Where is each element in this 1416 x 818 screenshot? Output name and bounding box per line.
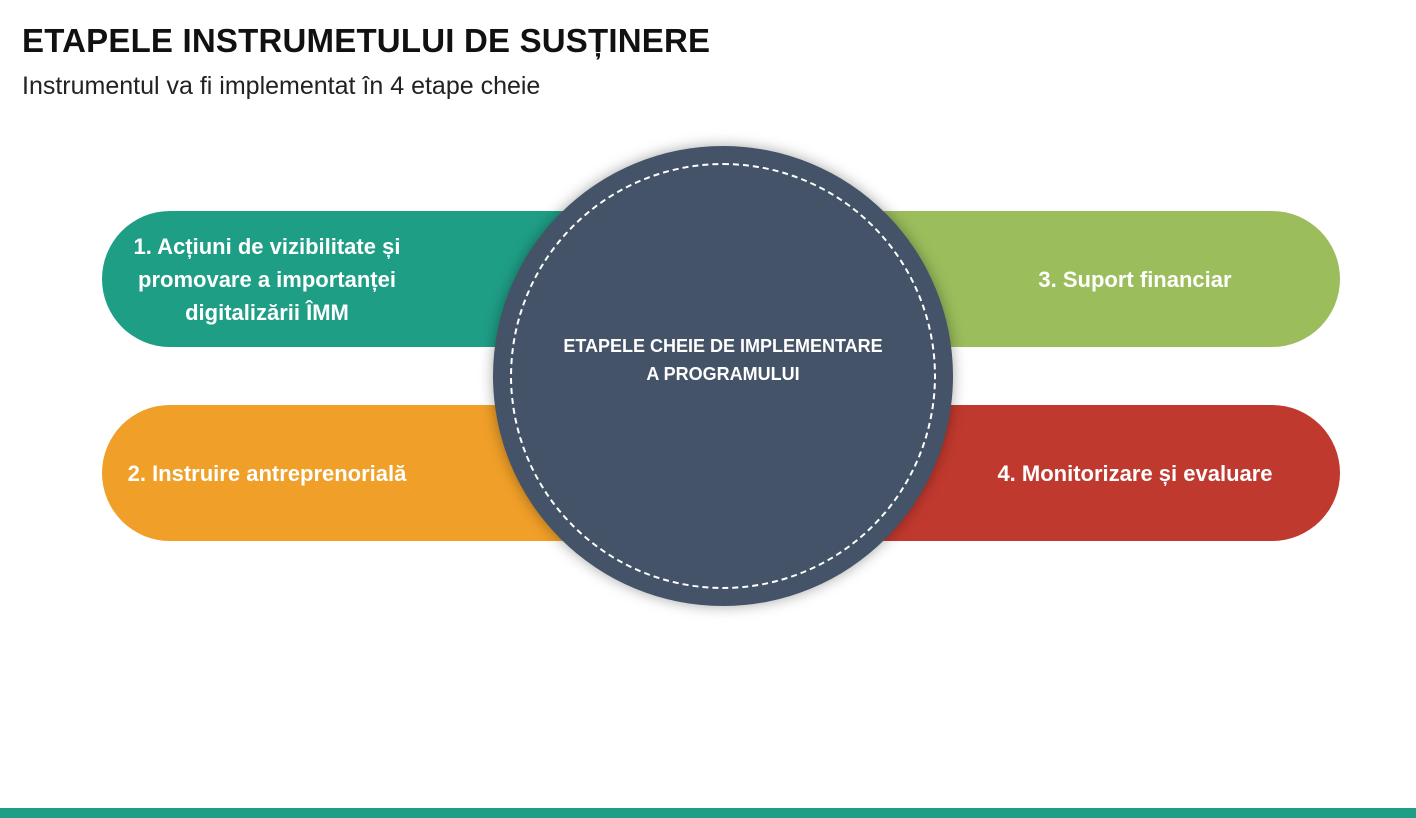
footer-bar	[0, 808, 1416, 818]
stage-1-label: 1. Acțiuni de vizibilitate și promovare …	[133, 233, 401, 325]
hub-dashed-ring	[510, 163, 936, 589]
central-hub-circle: ETAPELE CHEIE DE IMPLEMENTARE A PROGRAMU…	[493, 146, 953, 606]
page-title: ETAPELE INSTRUMETULUI DE SUSȚINERE	[22, 22, 711, 59]
stage-4-label: 4. Monitorizare și evaluare	[997, 460, 1273, 486]
stage-2-label: 2. Instruire antreprenorială	[127, 460, 407, 486]
stage-3-label: 3. Suport financiar	[1038, 266, 1232, 292]
page-subtitle: Instrumentul va fi implementat în 4 etap…	[22, 72, 541, 100]
hub-label: ETAPELE CHEIE DE IMPLEMENTARE A PROGRAMU…	[563, 336, 883, 384]
